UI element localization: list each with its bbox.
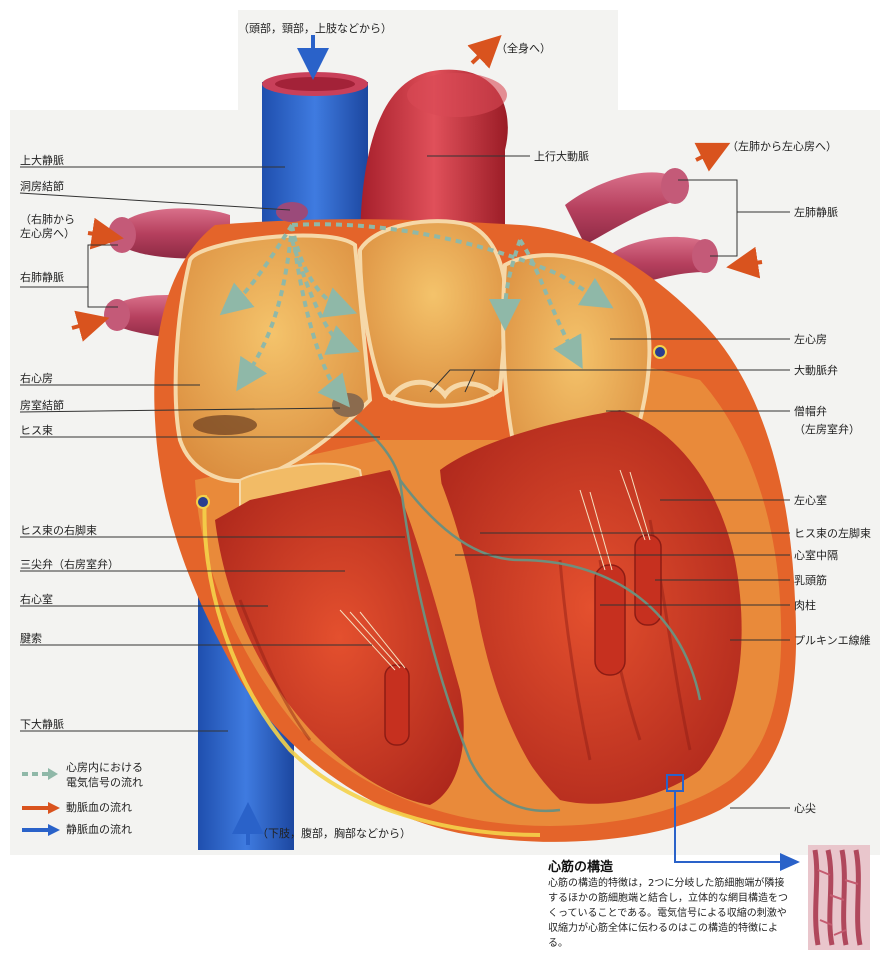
- sa-node: [276, 202, 308, 222]
- flow-label-lower-body: （下肢，腹部，胸部などから）: [257, 827, 411, 840]
- label-left-pulmonary-vein: 左肺静脈: [794, 206, 838, 219]
- label-trabeculae: 肉柱: [794, 599, 816, 612]
- label-right-pulmonary-vein: 右肺静脈: [20, 271, 64, 284]
- label-superior-vena-cava: 上大静脈: [20, 154, 64, 167]
- label-mitral-valve-sub: （左房室弁）: [794, 423, 860, 436]
- label-left-ventricle: 左心室: [794, 494, 827, 507]
- label-right-ventricle: 右心室: [20, 593, 53, 606]
- note-body: 心筋の構造的特徴は，2つに分岐した筋細胞端が隣接するほかの筋細胞端と結合し，立体…: [548, 876, 794, 951]
- note-title: 心筋の構造: [548, 856, 613, 875]
- label-right-bundle-branch: ヒス束の右脚束: [20, 524, 97, 537]
- av-node: [332, 393, 364, 417]
- legend-venous: 静脈血の流れ: [66, 823, 132, 836]
- label-ventricular-septum: 心室中隔: [794, 549, 838, 562]
- label-mitral-valve: 僧帽弁: [794, 405, 827, 418]
- flow-label-head: （頭部，頸部，上肢などから）: [238, 22, 392, 35]
- legend-arterial: 動脈血の流れ: [66, 801, 132, 814]
- cardiac-muscle-image: [808, 845, 870, 950]
- flow-label-to-body: （全身へ）: [496, 42, 551, 55]
- flow-label-right-lung: （右肺から 左心房へ）: [20, 213, 75, 241]
- legend-signal: 心房内における 電気信号の流れ: [66, 760, 143, 790]
- label-ascending-aorta: 上行大動脈: [534, 150, 589, 163]
- label-papillary-muscle: 乳頭筋: [794, 574, 827, 587]
- label-purkinje-fibers: プルキンエ線維: [794, 634, 871, 647]
- label-chordae: 腱索: [20, 632, 42, 645]
- label-tricuspid-valve: 三尖弁（右房室弁）: [20, 558, 119, 571]
- label-apex: 心尖: [794, 802, 816, 815]
- label-sa-node: 洞房結節: [20, 180, 64, 193]
- flow-label-left-lung: （左肺から左心房へ）: [727, 140, 837, 153]
- label-inferior-vena-cava: 下大静脈: [20, 718, 64, 731]
- label-right-atrium: 右心房: [20, 372, 53, 385]
- label-left-atrium: 左心房: [794, 333, 827, 346]
- label-his-bundle: ヒス束: [20, 424, 53, 437]
- label-left-bundle-branch: ヒス束の左脚束: [794, 527, 871, 540]
- label-av-node: 房室結節: [20, 399, 64, 412]
- label-aortic-valve: 大動脈弁: [794, 364, 838, 377]
